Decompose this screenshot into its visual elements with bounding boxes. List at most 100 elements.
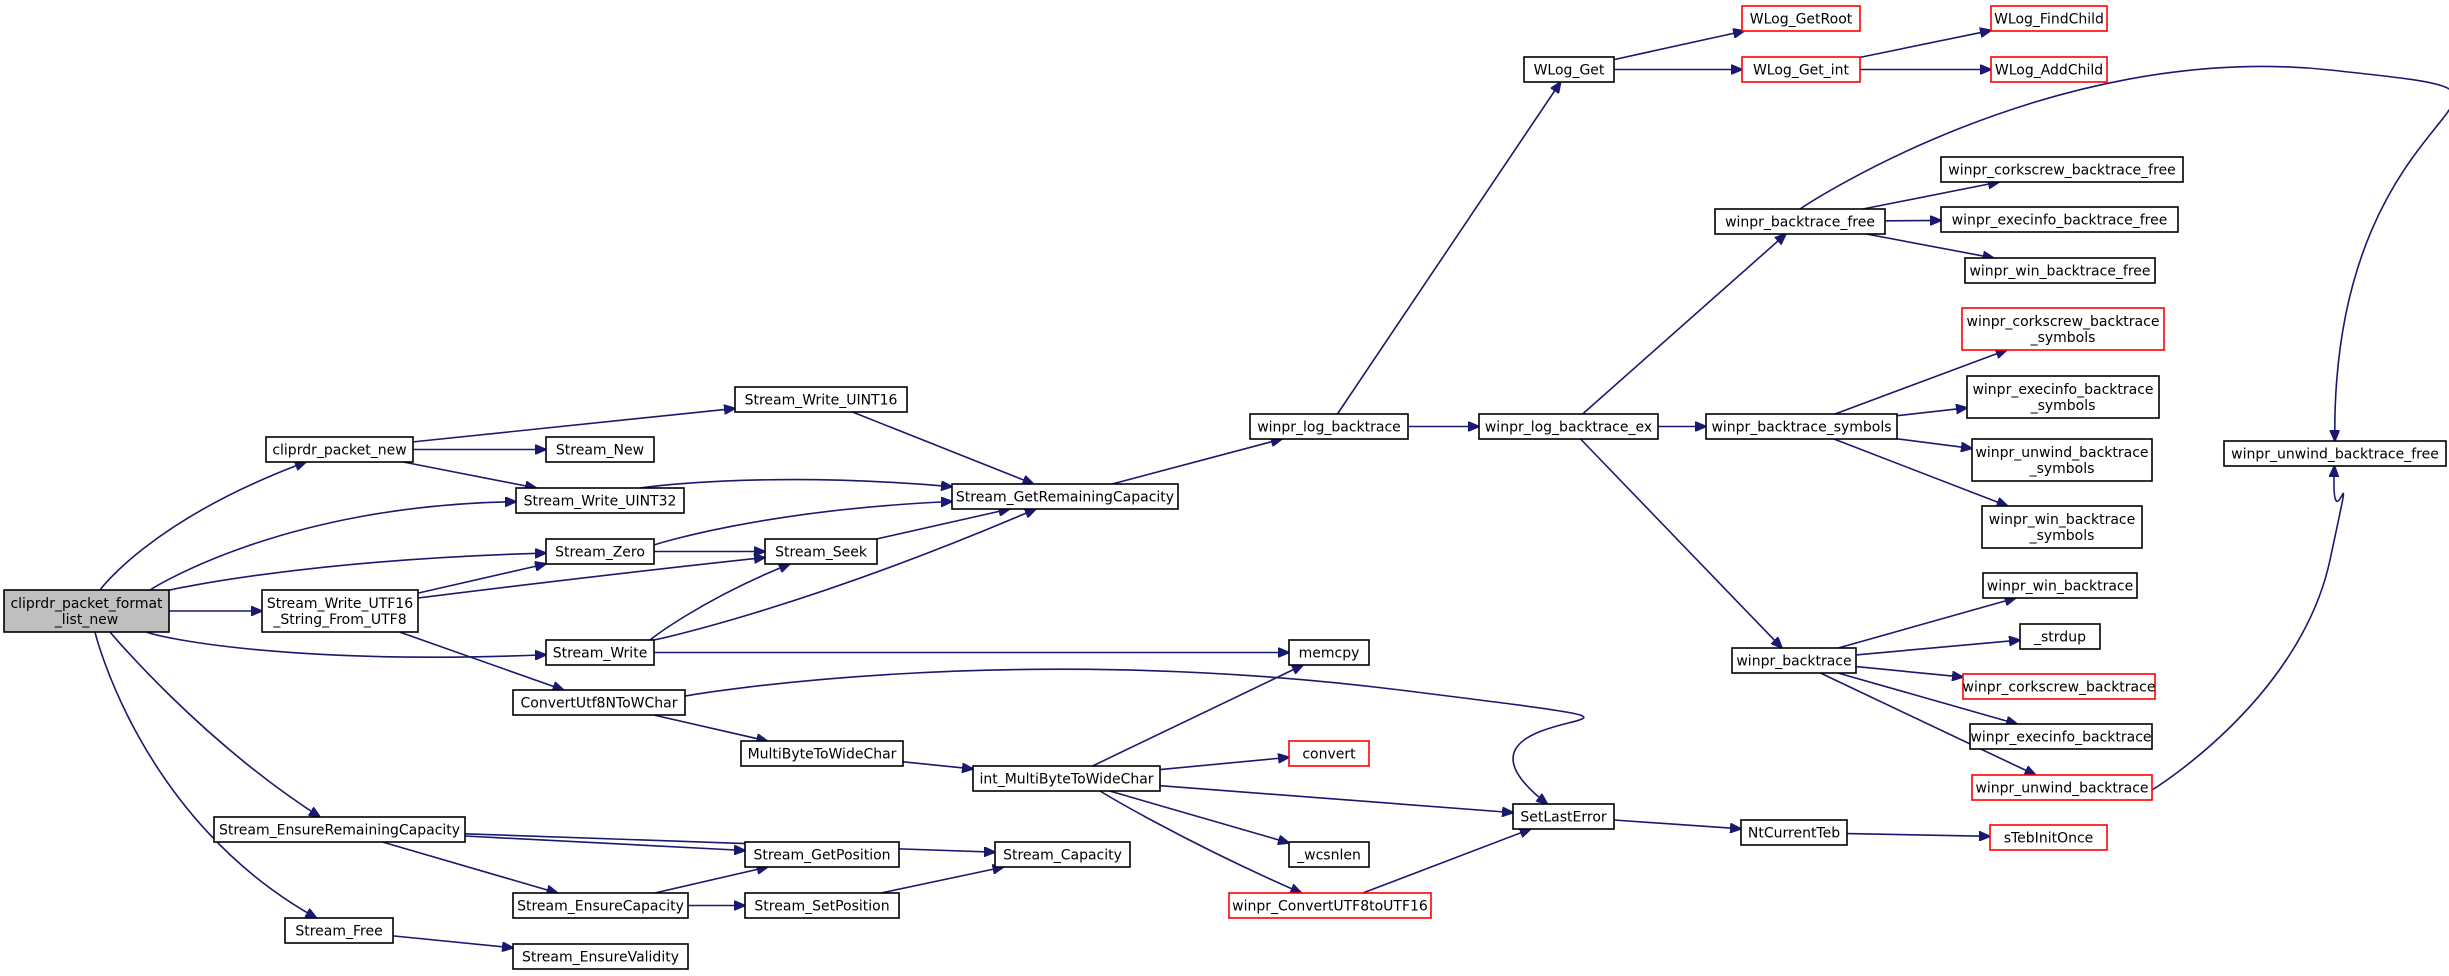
node-winpr_corkscrew_backtrace[interactable]: winpr_corkscrew_backtrace (1962, 673, 2156, 700)
edge-winpr_backtrace-to-winpr_corkscrew_backtrace (1855, 665, 1963, 677)
node-winpr_win_backtrace_symbols[interactable]: winpr_win_backtrace_symbols (1981, 505, 2143, 549)
edge-winpr_backtrace_symbols-to-winpr_win_backtrace_symbols (1833, 438, 2008, 506)
node-winpr_execinfo_backtrace_symbols[interactable]: winpr_execinfo_backtrace_symbols (1966, 375, 2160, 419)
node-winpr_corkscrew_backtrace_symbols[interactable]: winpr_corkscrew_backtrace_symbols (1961, 307, 2165, 351)
edge-root-to-Stream_Zero (168, 553, 546, 592)
node-SetLastError[interactable]: SetLastError (1512, 803, 1615, 830)
node-box (744, 892, 900, 919)
node-winpr_log_backtrace[interactable]: winpr_log_backtrace (1249, 413, 1409, 440)
node-label: Stream_GetPosition (753, 848, 890, 864)
node-MultiByteToWideChar[interactable]: MultiByteToWideChar (740, 740, 904, 767)
node-Stream_EnsureRemainingCapacity[interactable]: Stream_EnsureRemainingCapacity (213, 816, 466, 843)
node-WLog_Get[interactable]: WLog_Get (1523, 56, 1615, 83)
node-label: _list_new (54, 612, 119, 628)
edge-Stream_Write_UTF16-to-Stream_Zero (417, 564, 546, 594)
node-_strdup[interactable]: _strdup (2019, 623, 2101, 650)
node-winpr_win_backtrace_free[interactable]: winpr_win_backtrace_free (1964, 257, 2156, 284)
node-box (261, 589, 419, 633)
node-box (1966, 375, 2160, 419)
node-box (1981, 505, 2143, 549)
node-Stream_Write_UINT16[interactable]: Stream_Write_UINT16 (734, 386, 908, 413)
node-label: Stream_Write (553, 646, 648, 662)
node-root[interactable]: cliprdr_packet_format_list_new (3, 589, 170, 633)
node-memcpy[interactable]: memcpy (1288, 639, 1370, 666)
edge-winpr_ConvertUTF8toUTF16-to-SetLastError (1362, 829, 1531, 894)
node-box (1990, 5, 2108, 32)
node-label: _wcsnlen (1296, 848, 1361, 864)
node-Stream_EnsureCapacity[interactable]: Stream_EnsureCapacity (512, 892, 689, 919)
edge-NtCurrentTeb-to-sTebInitOnce (1846, 834, 1990, 837)
node-WLog_FindChild[interactable]: WLog_FindChild (1990, 5, 2108, 32)
edge-Stream_Write_UTF16-to-ConvertUtf8NToWChar (399, 631, 563, 690)
node-winpr_execinfo_backtrace[interactable]: winpr_execinfo_backtrace (1969, 723, 2153, 750)
node-int_MultiByteToWideChar[interactable]: int_MultiByteToWideChar (972, 765, 1161, 792)
node-layer: cliprdr_packet_format_list_new cliprdr_pa… (3, 5, 2447, 970)
node-box (2223, 440, 2447, 467)
node-winpr_log_backtrace_ex[interactable]: winpr_log_backtrace_ex (1478, 413, 1659, 440)
node-winpr_unwind_backtrace_free[interactable]: winpr_unwind_backtrace_free (2223, 440, 2447, 467)
node-box (1478, 413, 1659, 440)
node-label: Stream_New (556, 443, 644, 459)
node-Stream_SetPosition[interactable]: Stream_SetPosition (744, 892, 900, 919)
node-winpr_execinfo_backtrace_free[interactable]: winpr_execinfo_backtrace_free (1940, 206, 2179, 233)
node-sTebInitOnce[interactable]: sTebInitOnce (1989, 824, 2108, 851)
node-box (265, 436, 414, 463)
node-box (213, 816, 466, 843)
node-cliprdr_packet_new[interactable]: cliprdr_packet_new (265, 436, 414, 463)
edge-Stream_GetRemainingCapacity-to-winpr_log_backtrace (1111, 439, 1282, 485)
node-box (994, 841, 1131, 868)
node-Stream_Zero[interactable]: Stream_Zero (545, 538, 655, 565)
node-winpr_backtrace[interactable]: winpr_backtrace (1731, 647, 1857, 674)
node-label: memcpy (1299, 646, 1360, 662)
node-convert[interactable]: convert (1288, 740, 1370, 767)
node-WLog_GetRoot[interactable]: WLog_GetRoot (1741, 5, 1861, 32)
edge-winpr_log_backtrace-to-WLog_Get (1336, 82, 1560, 415)
node-winpr_unwind_backtrace_symbols[interactable]: winpr_unwind_backtrace_symbols (1971, 438, 2153, 482)
edge-root-to-Stream_Free (94, 631, 316, 918)
edge-winpr_unwind_backtrace-to-winpr_unwind_backtrace_free (2151, 466, 2345, 791)
node-label: winpr_backtrace_free (1725, 215, 1875, 231)
node-Stream_Write[interactable]: Stream_Write (545, 639, 655, 666)
node-Stream_Capacity[interactable]: Stream_Capacity (994, 841, 1131, 868)
node-box (1971, 438, 2153, 482)
node-box (1741, 5, 1861, 32)
node-label: Stream_Zero (555, 545, 645, 561)
node-winpr_unwind_backtrace[interactable]: winpr_unwind_backtrace (1971, 774, 2153, 801)
node-box (2019, 623, 2101, 650)
node-label: _strdup (2033, 630, 2086, 646)
node-NtCurrentTeb[interactable]: NtCurrentTeb (1740, 819, 1848, 846)
node-label: _symbols (2029, 528, 2095, 544)
node-Stream_Seek[interactable]: Stream_Seek (764, 538, 878, 565)
node-label: NtCurrentTeb (1748, 826, 1840, 842)
node-Stream_GetRemainingCapacity[interactable]: Stream_GetRemainingCapacity (951, 483, 1179, 510)
node-winpr_ConvertUTF8toUTF16[interactable]: winpr_ConvertUTF8toUTF16 (1228, 892, 1432, 919)
node-winpr_corkscrew_backtrace_free[interactable]: winpr_corkscrew_backtrace_free (1940, 156, 2184, 183)
node-label: WLog_AddChild (1995, 63, 2103, 79)
node-Stream_Write_UINT32[interactable]: Stream_Write_UINT32 (515, 487, 685, 514)
node-WLog_AddChild[interactable]: WLog_AddChild (1990, 56, 2108, 83)
edge-winpr_backtrace_symbols-to-winpr_corkscrew_backtrace_symbols (1834, 350, 2007, 415)
node-box (1940, 156, 2184, 183)
node-box (1741, 56, 1861, 83)
node-Stream_Write_UTF16[interactable]: Stream_Write_UTF16_String_From_UTF8 (261, 589, 419, 633)
node-Stream_New[interactable]: Stream_New (545, 436, 655, 463)
node-winpr_win_backtrace[interactable]: winpr_win_backtrace (1982, 572, 2138, 599)
node-ConvertUtf8NToWChar[interactable]: ConvertUtf8NToWChar (512, 689, 686, 716)
node-box (1705, 413, 1898, 440)
node-label: winpr_execinfo_backtrace (1972, 382, 2153, 398)
node-Stream_GetPosition[interactable]: Stream_GetPosition (744, 841, 900, 868)
node-WLog_Get_int[interactable]: WLog_Get_int (1741, 56, 1861, 83)
node-label: Stream_Seek (775, 545, 868, 561)
node-box (1523, 56, 1615, 83)
edge-layer (94, 30, 2449, 947)
node-box (512, 892, 689, 919)
node-winpr_backtrace_free[interactable]: winpr_backtrace_free (1714, 208, 1886, 235)
node-label: winpr_log_backtrace_ex (1485, 420, 1652, 436)
node-box (1971, 774, 2153, 801)
edge-int_MultiByteToWideChar-to-SetLastError (1159, 784, 1513, 813)
node-Stream_Free[interactable]: Stream_Free (284, 917, 394, 944)
node-_wcsnlen[interactable]: _wcsnlen (1288, 841, 1370, 868)
node-Stream_EnsureValidity[interactable]: Stream_EnsureValidity (512, 943, 689, 970)
node-winpr_backtrace_symbols[interactable]: winpr_backtrace_symbols (1705, 413, 1898, 440)
